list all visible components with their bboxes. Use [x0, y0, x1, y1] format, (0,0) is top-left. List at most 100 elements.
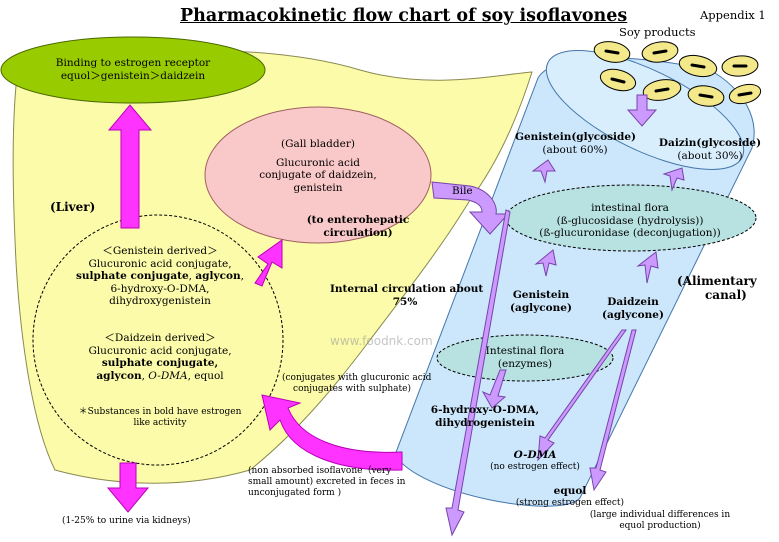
- non-absorbed-line-1: (non absorbed isoflavone（very: [248, 466, 392, 476]
- enterohepatic-line-1: (to enterohepatic: [306, 214, 410, 226]
- daidzein-aglycone-label: Daidzein (aglycone): [600, 296, 666, 321]
- genistein-derived-block: ＜Genistein derived＞ Glucuronic acid conj…: [70, 245, 250, 308]
- bold-note: ＊Substances in bold have estrogen like a…: [75, 407, 245, 429]
- intestinal-flora-ellipse-1: [505, 184, 757, 252]
- sulphate-conjugate-bold: sulphate conjugate: [76, 270, 189, 283]
- separator: ,: [141, 369, 149, 382]
- genistein-aglycone-label: Genistein (aglycone): [508, 289, 574, 314]
- arrow-flora-to-genistein: [534, 249, 557, 277]
- gall-bladder-line-4: genistein: [293, 181, 343, 194]
- arrow-genistein-glycoside: [531, 159, 556, 184]
- intestinal-flora-1-line-1: intestinal flora: [591, 202, 669, 214]
- intestinal-flora-1-line-2: (ß-glucosidase (hydrolysis)): [556, 214, 704, 227]
- equol-label: equol (strong estrogen effect): [515, 485, 625, 508]
- daidzein-aglycone-line-1: Daidzein: [607, 296, 659, 308]
- odma-label: O-DMA (no estrogen effect): [485, 449, 585, 472]
- alimentary-line-1: (Alimentary: [677, 274, 757, 288]
- liver-label: (Liver): [50, 200, 96, 214]
- genistein-derived-line-4: dihydroxygenistein: [109, 295, 211, 308]
- daizin-glycoside-name: Daizin(glycoside): [658, 137, 762, 149]
- genistein-derived-line-1: Glucuronic acid conjugate,: [88, 257, 232, 270]
- hydroxy-dma-line-1: 6-hydroxy-O-DMA,: [430, 404, 540, 416]
- enterohepatic-line-2: circulation): [323, 226, 393, 239]
- soy-down-arrow: [626, 94, 658, 127]
- violet-arrows: [431, 94, 685, 409]
- page-title: Pharmacokinetic flow chart of soy isofla…: [180, 6, 628, 26]
- bile-arrow: [431, 181, 510, 235]
- receptor-line-2: equol＞genistein＞daidzein: [60, 69, 206, 82]
- enterohepatic-label: (to enterohepatic circulation): [300, 214, 416, 239]
- odma-note: (no estrogen effect): [490, 461, 580, 472]
- internal-circulation-line-1: Internal circulation about: [330, 283, 484, 295]
- equol-note: (strong estrogen effect): [515, 497, 625, 508]
- non-absorbed-line-3: unconjugated form ): [248, 487, 342, 498]
- hydroxy-dma-line-2: dihydrogenistein: [435, 416, 535, 429]
- receptor-line-1: Binding to estrogen receptor: [55, 57, 211, 69]
- conjugates-note-line-1: (conjugates with glucuronic acid: [282, 373, 432, 383]
- soybean-hilum-marks: [604, 49, 753, 99]
- gall-bladder-line-2: Glucuronic acid: [275, 156, 361, 169]
- genistein-derived-heading: ＜Genistein derived＞: [102, 245, 218, 257]
- daidzein-derived-line-2: sulphate conjugate,: [101, 357, 219, 370]
- daidzein-derived-block: ＜Daidzein derived＞ Glucuronic acid conju…: [70, 332, 250, 382]
- intestinal-flora-2-line-1: Intestinal flora: [485, 345, 565, 357]
- odma-name: O-DMA: [513, 449, 557, 461]
- conjugates-note-line-2: conjugates with sulphate): [293, 383, 411, 394]
- arrow-daizin-glycoside: [662, 167, 685, 192]
- receptor-text: Binding to estrogen receptor equol＞genis…: [50, 57, 216, 82]
- equol-text: , equol: [187, 369, 224, 382]
- separator: ,: [188, 270, 196, 283]
- alimentary-canal-label: (Alimentary canal): [677, 274, 757, 303]
- aglycon-bold: aglycon: [195, 270, 241, 283]
- genistein-derived-line-2: sulphate conjugate, aglycon,: [70, 270, 250, 283]
- violet-long-arrows: [445, 209, 637, 537]
- curved-arrow-reabsorption: [261, 394, 403, 471]
- bold-note-line-1: ＊Substances in bold have estrogen: [78, 407, 242, 417]
- hydroxy-dma-label: 6-hydroxy-O-DMA, dihydrogenistein: [425, 404, 545, 429]
- aglycon-bold: aglycon: [96, 369, 142, 382]
- conjugates-note: (conjugates with glucuronic acid conjuga…: [282, 373, 432, 395]
- odma-text: O-DMA: [148, 369, 188, 382]
- genistein-glycoside-name: Genistein(glycoside): [515, 131, 637, 143]
- urine-note: (1-25% to urine via kidneys): [62, 516, 191, 526]
- internal-circulation-line-2: 75%: [392, 295, 418, 308]
- genistein-aglycone-line-2: (aglycone): [510, 301, 572, 314]
- intestinal-flora-2-line-2: (enzymes): [497, 357, 553, 370]
- equol-note-line-2: equol production): [619, 520, 701, 531]
- genistein-glycoside-label: Genistein(glycoside) (about 60%): [515, 131, 637, 156]
- non-absorbed-note: (non absorbed isoflavone（very small amou…: [248, 466, 418, 498]
- gall-bladder-line-3: conjugate of daidzein,: [259, 169, 377, 182]
- intestinal-flora-1-text: intestinal flora (ß-glucosidase (hydroly…: [535, 202, 725, 240]
- down-arrow-to-urine: [106, 462, 150, 513]
- gall-bladder-ellipse: [204, 106, 432, 244]
- equol-production-note: (large individual differences in equol p…: [585, 510, 735, 532]
- liver-dashed-circle: [32, 214, 284, 466]
- daidzein-aglycone-line-2: (aglycone): [602, 308, 664, 321]
- internal-circulation-label: Internal circulation about 75%: [330, 283, 484, 308]
- gall-bladder-heading: (Gall bladder): [281, 138, 355, 150]
- non-absorbed-line-2: small amount) excreted in feces in: [248, 476, 406, 487]
- genistein-glycoside-amount: (about 60%): [542, 143, 608, 156]
- equol-name: equol: [553, 485, 587, 497]
- bile-label: Bile: [452, 185, 473, 197]
- daizin-glycoside-amount: (about 30%): [677, 149, 743, 162]
- arrow-genistein-down: [481, 369, 507, 409]
- daidzein-derived-line-1: Glucuronic acid conjugate,: [88, 344, 232, 357]
- estrogen-receptor-ellipse: [0, 36, 266, 104]
- daidzein-derived-line-3: aglycon, O-DMA, equol: [70, 370, 250, 383]
- daizin-glycoside-label: Daizin(glycoside) (about 30%): [655, 137, 765, 162]
- genistein-derived-line-3: 6-hydroxy-O-DMA,: [110, 282, 210, 295]
- intestinal-flora-2-text: Intestinal flora (enzymes): [470, 345, 580, 370]
- bold-note-line-2: like activity: [133, 417, 187, 428]
- up-arrow-to-receptor: [107, 104, 153, 229]
- separator: ,: [240, 270, 244, 283]
- magenta-arrows: [106, 104, 403, 513]
- genistein-aglycone-line-1: Genistein: [512, 289, 570, 301]
- arrow-to-gall-bladder: [254, 239, 283, 287]
- gall-bladder-text: (Gall bladder) Glucuronic acid conjugate…: [258, 138, 378, 194]
- arrow-flora-to-daidzein: [636, 251, 659, 284]
- equol-note-line-1: (large individual differences in: [589, 510, 731, 520]
- intestinal-flora-1-line-3: (ß-glucuronidase (deconjugation)): [539, 227, 721, 240]
